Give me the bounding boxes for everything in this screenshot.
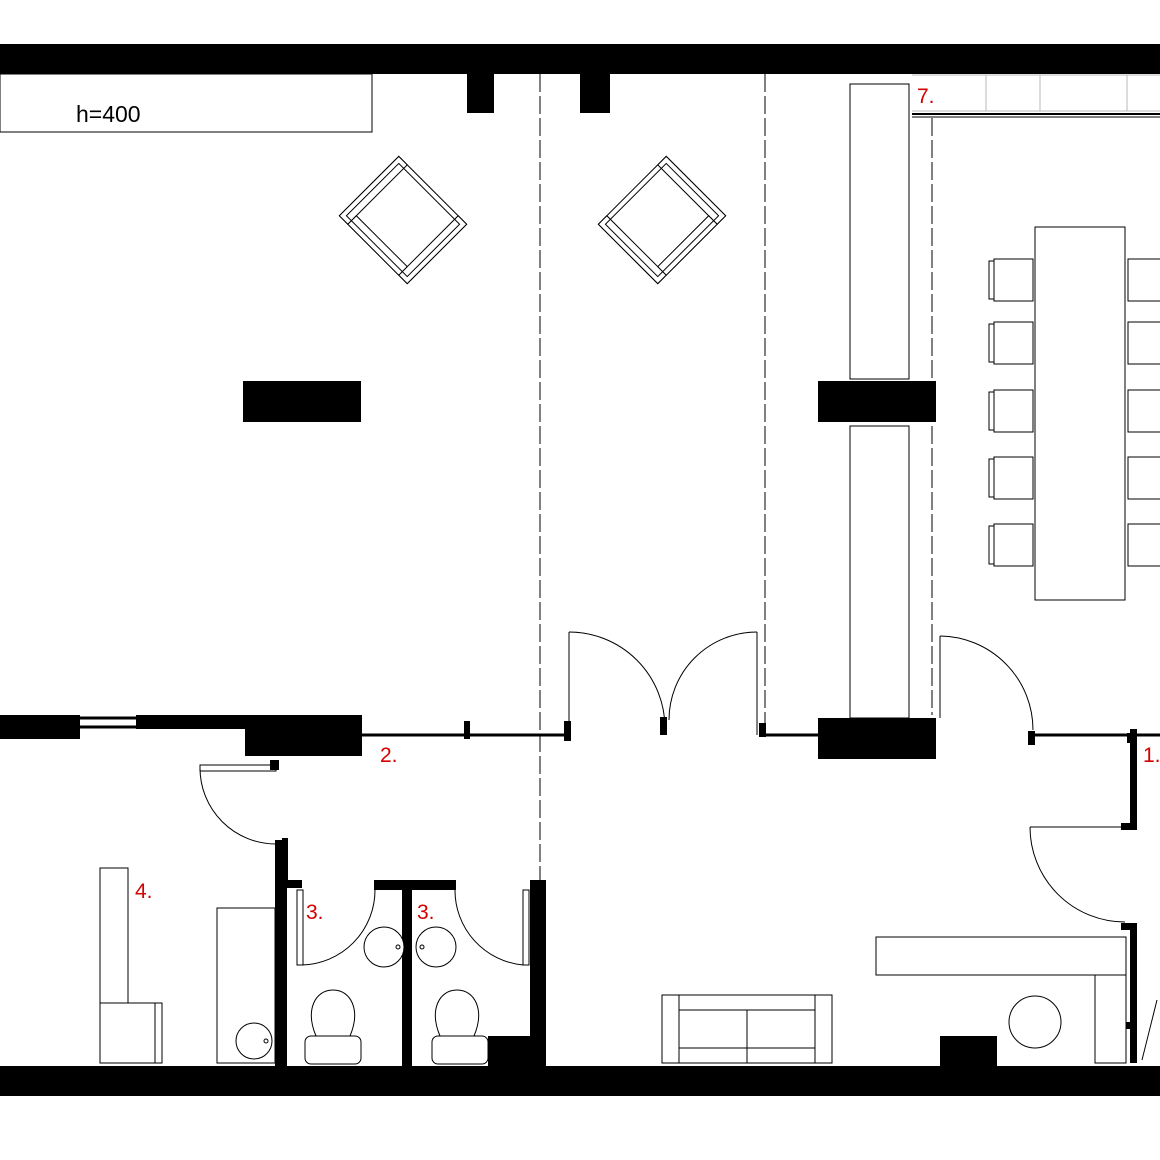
column-right — [818, 381, 936, 422]
appliance-box — [99, 1002, 163, 1064]
top-wall — [0, 44, 1160, 74]
room-label-3-right: 3. — [417, 901, 435, 924]
conference-table — [1034, 226, 1126, 601]
middle-wall-thin — [80, 716, 1160, 737]
top-right-window-strip — [912, 74, 1160, 112]
double-door — [568, 631, 758, 735]
room-label-7: 7. — [917, 85, 935, 108]
room-label-2: 2. — [380, 744, 398, 767]
reception-counter — [875, 936, 1127, 976]
glass-post-3 — [759, 723, 766, 737]
wc-doors — [296, 889, 530, 966]
room-label-4: 4. — [135, 880, 153, 903]
tall-cabinet — [99, 867, 129, 1004]
toilet-right — [431, 989, 489, 1065]
office-door — [199, 764, 277, 845]
top-wall-pillar-left — [467, 70, 494, 113]
ceiling-height-box — [0, 73, 373, 133]
armchair-left — [338, 155, 468, 285]
bottom-wall-pillar-2 — [940, 1036, 997, 1068]
right-room-door-mark — [1141, 999, 1158, 1061]
armchair-right — [597, 155, 727, 285]
toilet-left — [304, 989, 362, 1065]
office-basin-drain — [263, 1038, 269, 1044]
glass-post-2 — [564, 721, 571, 741]
room-label-3-left: 3. — [306, 901, 324, 924]
ceiling-height-label: h=400 — [76, 101, 141, 127]
conference-door — [939, 635, 1034, 731]
sofa — [661, 994, 833, 1064]
bottom-wall — [0, 1066, 1160, 1096]
wc-walls — [275, 838, 546, 1066]
room-label-1: 1. — [1143, 744, 1160, 767]
wc-basins — [363, 926, 457, 968]
column-left — [243, 381, 361, 422]
round-side-table — [1008, 995, 1062, 1049]
top-wall-pillar-right — [580, 70, 610, 113]
conference-chairs-right — [1127, 258, 1160, 567]
counter-cabinet — [1094, 974, 1127, 1064]
middle-wall — [0, 715, 936, 770]
appliance-box-inner — [154, 1002, 163, 1064]
door-post-a — [660, 717, 667, 735]
conference-chairs-left — [988, 258, 1034, 567]
shelf-unit-upper — [849, 83, 910, 380]
right-room-door — [1029, 826, 1130, 923]
outer-walls — [0, 44, 1160, 1096]
glass-post-1 — [464, 721, 470, 739]
conference-door-post — [1028, 731, 1035, 745]
office-basin — [235, 1022, 273, 1060]
